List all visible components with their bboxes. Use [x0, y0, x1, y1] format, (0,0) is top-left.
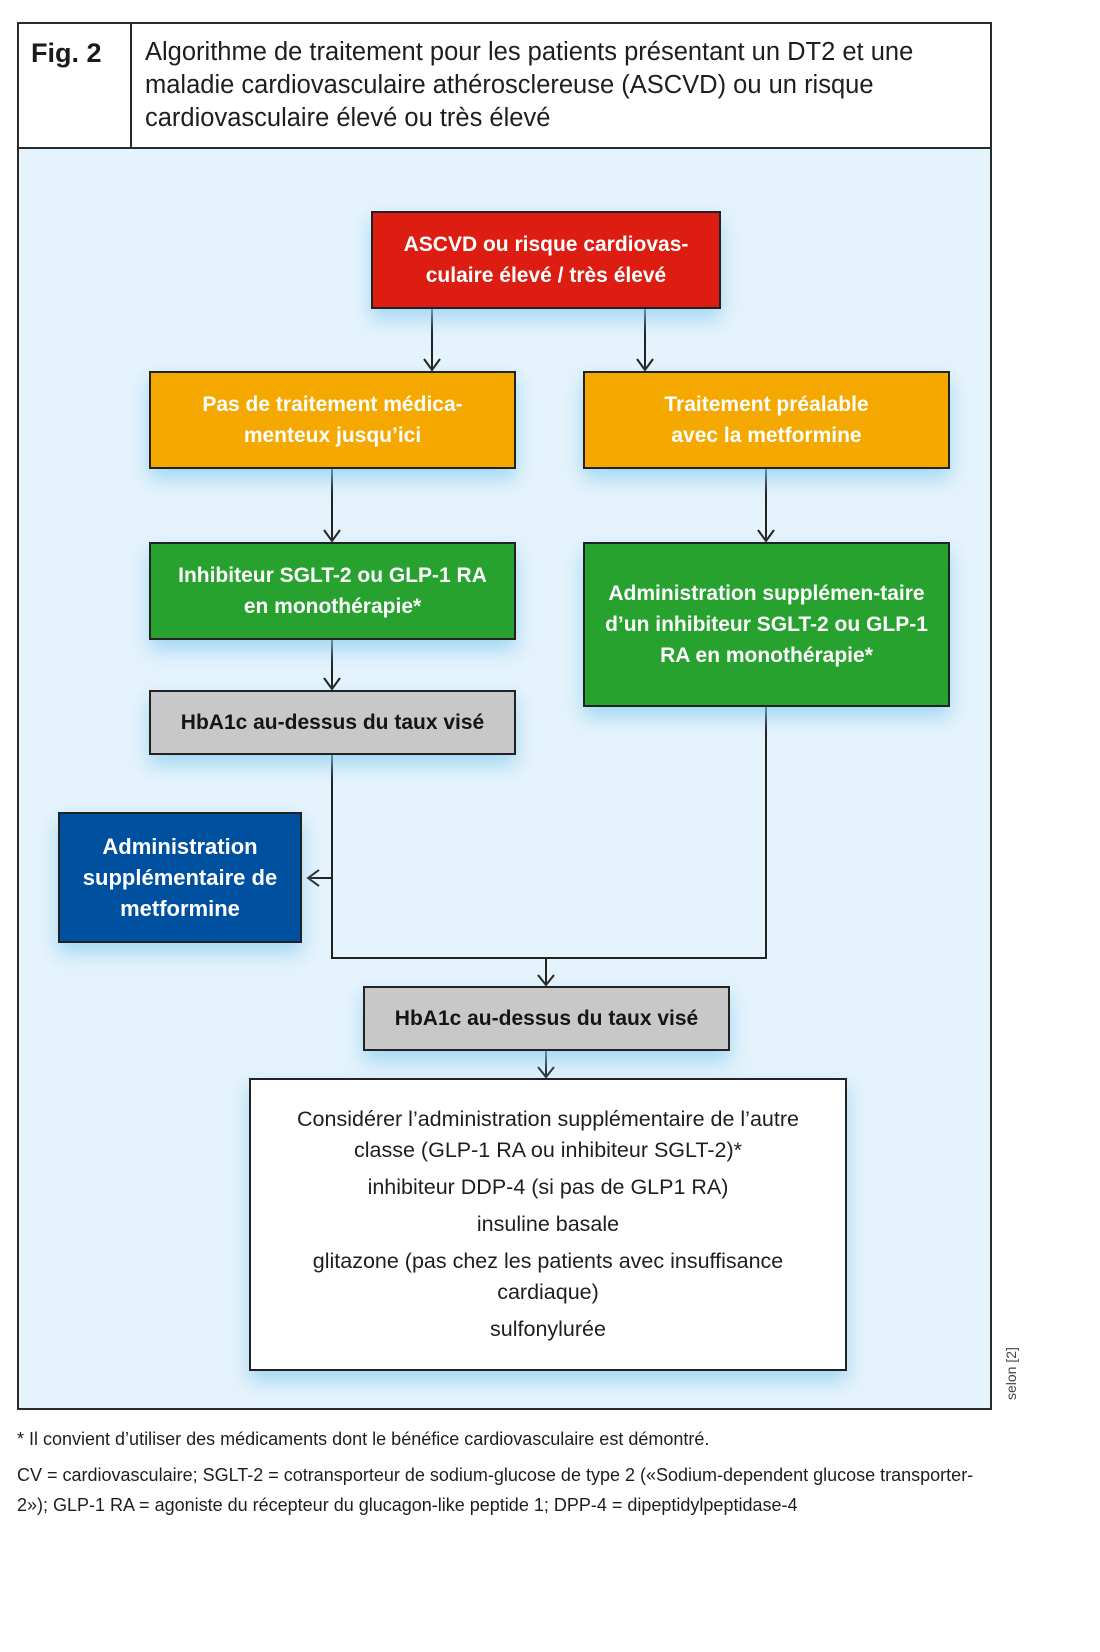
- arrowhead-icon: [323, 677, 341, 691]
- node-options: Considérer l’administration supplémentai…: [249, 1078, 847, 1371]
- node-hba1c-1: HbA1c au-dessus du taux visé: [149, 690, 516, 755]
- figure-label: Fig. 2: [19, 24, 132, 147]
- node-sglt2-glp1-mono-text: Inhibiteur SGLT-2 ou GLP-1 RA en monothé…: [178, 564, 487, 618]
- option-item: insuline basale: [476, 1212, 620, 1236]
- node-prior-metformin-text: Traitement préalable avec la metformine: [664, 393, 869, 447]
- arrowhead-icon: [636, 358, 654, 372]
- arrowhead-icon: [306, 869, 320, 887]
- node-sglt2-glp1-mono: Inhibiteur SGLT-2 ou GLP-1 RA en monothé…: [149, 542, 516, 640]
- node-no-treatment-text: Pas de traitement médica-menteux jusqu’i…: [202, 393, 463, 447]
- footnote-abbreviations: CV = cardiovasculaire; SGLT-2 = cotransp…: [17, 1465, 974, 1515]
- node-no-treatment: Pas de traitement médica-menteux jusqu’i…: [149, 371, 516, 469]
- node-hba1c-2: HbA1c au-dessus du taux visé: [363, 986, 730, 1051]
- figure-header: Fig. 2 Algorithme de traitement pour les…: [19, 24, 990, 149]
- option-item: inhibiteur DDP-4 (si pas de GLP1 RA): [367, 1175, 729, 1199]
- node-add-metformin-text: Administration supplémentaire de metform…: [82, 834, 278, 921]
- footnote-asterisk: * Il convient d’utiliser des médicaments…: [17, 1429, 710, 1449]
- node-add-sglt2-glp1-text: Administration supplémen-taire d’un inhi…: [605, 582, 928, 667]
- node-start-text: ASCVD ou risque cardiovas-culaire élevé …: [403, 233, 689, 287]
- node-add-sglt2-glp1: Administration supplémen-taire d’un inhi…: [583, 542, 950, 707]
- figure-title: Algorithme de traitement pour les patien…: [145, 38, 914, 132]
- arrowhead-icon: [537, 1066, 555, 1079]
- option-item: Considérer l’administration supplémentai…: [297, 1107, 799, 1162]
- option-item: sulfonylurée: [490, 1317, 606, 1341]
- node-add-metformin: Administration supplémentaire de metform…: [58, 812, 302, 943]
- arrowhead-icon: [537, 974, 555, 987]
- node-prior-metformin: Traitement préalable avec la metformine: [583, 371, 950, 469]
- arrowhead-icon: [423, 358, 441, 372]
- connector-left-3: [331, 706, 767, 959]
- node-hba1c-1-text: HbA1c au-dessus du taux visé: [180, 711, 485, 734]
- arrowhead-icon: [757, 529, 775, 543]
- node-start: ASCVD ou risque cardiovas-culaire élevé …: [371, 211, 721, 309]
- option-item: glitazone (pas chez les patients avec in…: [312, 1249, 784, 1304]
- node-hba1c-2-text: HbA1c au-dessus du taux visé: [394, 1007, 699, 1030]
- arrowhead-icon: [323, 529, 341, 543]
- source-citation: selon [2]: [1003, 1347, 1019, 1400]
